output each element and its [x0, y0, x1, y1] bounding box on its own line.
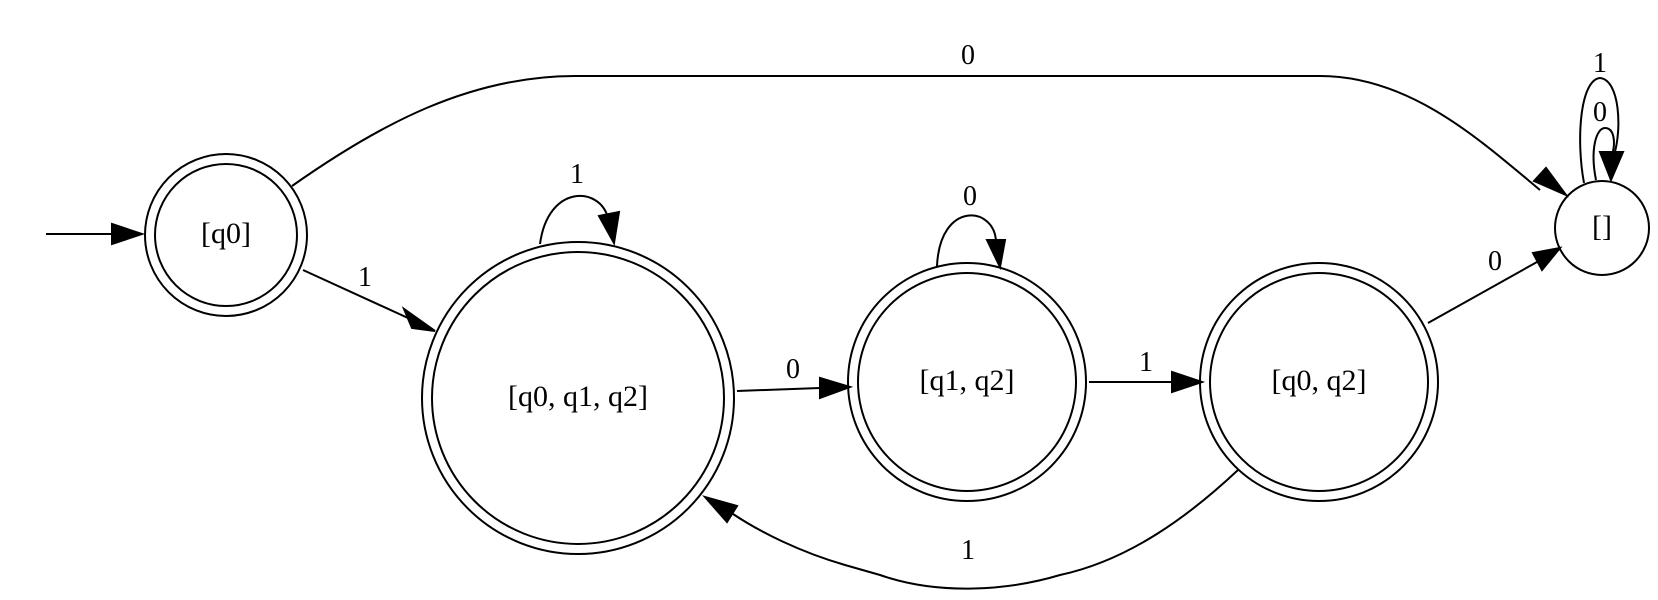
transition-label: 0 [963, 181, 977, 212]
state-label: [q0, q2] [1272, 364, 1367, 397]
transition-label: 1 [570, 159, 584, 190]
state-q1-q2: [q1, q2] [847, 262, 1087, 502]
transition-q0-to-empty: 0 [291, 40, 1570, 198]
transition-label: 0 [1593, 97, 1607, 128]
state-q0: [q0] [144, 153, 308, 317]
transition-empty-self-1: 1 [1579, 48, 1620, 184]
state-label: [q0, q1, q2] [508, 380, 648, 413]
transition-label: 1 [961, 535, 975, 566]
state-empty: [] [1554, 180, 1650, 276]
transition-label: 0 [961, 40, 975, 71]
transition-label: 0 [1488, 246, 1502, 277]
transition-q0q1q2-to-q1q2: 0 [736, 354, 854, 400]
transition-q0q1q2-self-1: 1 [539, 159, 621, 247]
transition-empty-self-0: 0 [1592, 97, 1625, 183]
state-label: [q0] [201, 217, 251, 250]
transition-label: 0 [786, 354, 800, 385]
transition-q1q2-self-0: 0 [936, 181, 1007, 271]
transition-label: 1 [358, 262, 372, 293]
transition-label: 1 [1139, 347, 1153, 378]
transition-q0q2-to-empty: 0 [1427, 246, 1563, 324]
state-label: [q1, q2] [920, 364, 1015, 397]
state-q0-q2: [q0, q2] [1199, 262, 1439, 502]
state-label: [] [1592, 210, 1612, 243]
initial-arrow [46, 222, 146, 246]
transition-q0q2-to-q0q1q2: 1 [702, 469, 1239, 590]
state-q0-q1-q2: [q0, q1, q2] [421, 241, 735, 555]
transition-q1q2-to-q0q2: 1 [1089, 347, 1206, 394]
transition-label: 1 [1593, 48, 1607, 79]
transition-q0-to-q0q1q2: 1 [302, 262, 436, 332]
